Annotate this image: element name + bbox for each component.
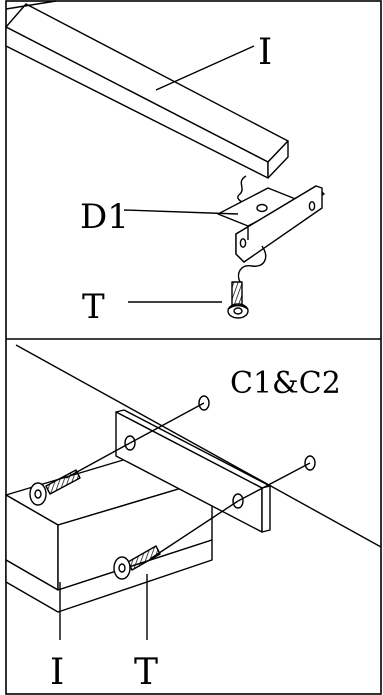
leader-d1 [123,209,239,215]
surface-edge [15,344,382,548]
label-i-bottom: I [50,652,64,693]
top-panel [5,0,325,319]
screw-right [113,545,161,580]
bracket-d1 [217,185,325,263]
bottom-panel [5,344,382,640]
screw-left [29,469,81,506]
tube-i-top [5,0,289,179]
screw-t-top [227,281,249,319]
label-t-top: T [82,287,105,327]
label-c1-c2: C1&C2 [230,366,341,401]
tube-i-bottom [5,448,213,613]
alignment-curve-screw [237,245,267,283]
panel-borders [5,0,382,695]
label-i-top: I [258,32,272,73]
leader-i-top [155,45,255,91]
label-t-bottom: T [134,652,158,693]
label-d1: D1 [80,197,129,237]
